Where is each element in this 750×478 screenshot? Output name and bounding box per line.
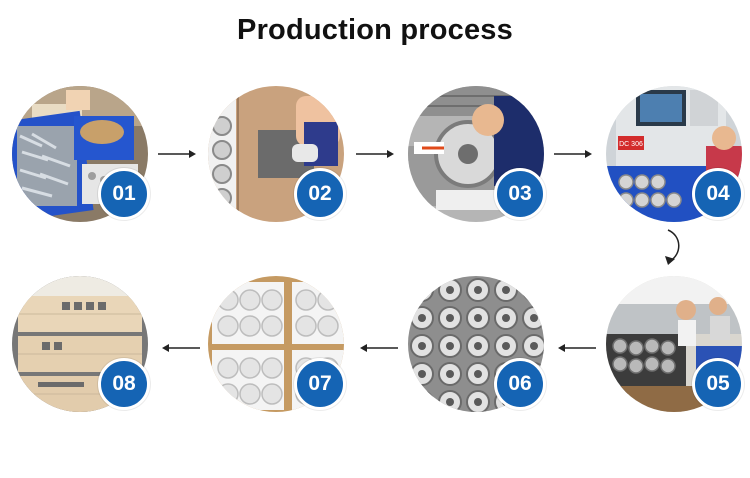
step-number-badge: 02 [294, 168, 346, 220]
page-title: Production process [237, 14, 513, 46]
arrow-left-icon [360, 344, 398, 352]
step-06: 06 [408, 276, 546, 412]
step-03: 03 [408, 86, 546, 222]
step-number-badge: 03 [494, 168, 546, 220]
step-02: 02 [208, 86, 346, 222]
curved-arrow-down-icon [665, 229, 680, 265]
step-number-badge: 01 [98, 168, 150, 220]
step-04: DC 306 04 [606, 86, 744, 222]
step-01: 01 [12, 86, 150, 222]
arrow-left-icon [162, 344, 200, 352]
step-08: 08 [12, 276, 150, 412]
arrow-right-icon [554, 150, 592, 158]
machine-display-label: DC 306 [619, 141, 643, 148]
arrow-right-icon [158, 150, 196, 158]
step-number-badge: 04 [692, 168, 744, 220]
arrow-right-icon [356, 150, 394, 158]
step-number-badge: 05 [692, 358, 744, 410]
step-number-badge: 07 [294, 358, 346, 410]
arrow-left-icon [558, 344, 596, 352]
step-number-badge: 08 [98, 358, 150, 410]
step-05: 05 [606, 276, 744, 412]
step-07: 07 [208, 276, 346, 412]
step-number-badge: 06 [494, 358, 546, 410]
